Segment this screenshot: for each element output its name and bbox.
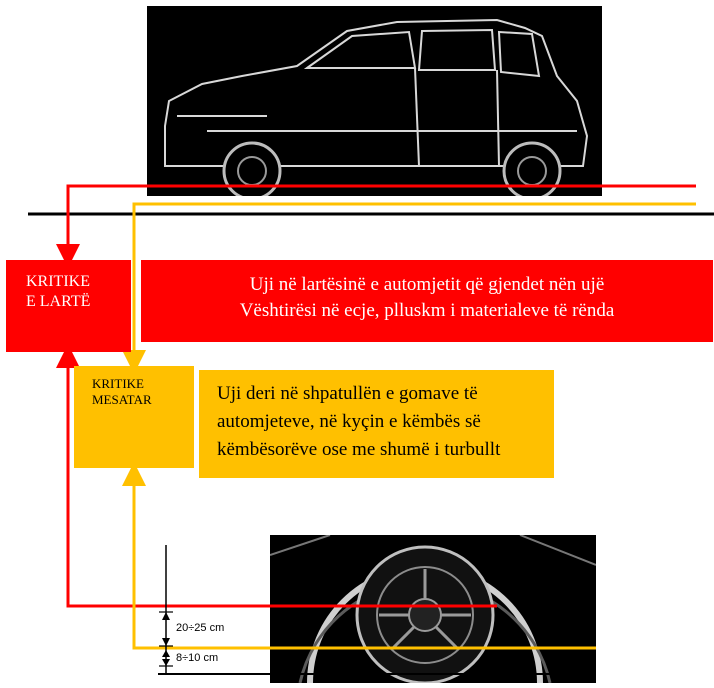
red-level-line (56, 184, 696, 268)
critical-medium-description: Uji deri në shpatullën e gomave të autom… (199, 370, 554, 478)
critical-medium-desc-line2: automjeteve, në kyçin e këmbës së (217, 411, 481, 432)
critical-medium-line2: MESATAR (92, 392, 152, 407)
critical-medium-box: KRITIKE MESATAR (74, 366, 194, 468)
measurement-lower: 8÷10 cm (176, 652, 219, 664)
yellow-level-line (122, 202, 696, 374)
critical-high-desc-line1: Uji në lartësinë e automjetit që gjendet… (249, 274, 605, 295)
critical-high-desc-line2: Vështirësi në ecje, plluskm i materialev… (239, 300, 615, 321)
critical-medium-line1: KRITIKE (92, 376, 144, 391)
critical-high-line1: KRITIKE (26, 273, 90, 290)
measurement-upper: 20÷25 cm (176, 622, 225, 634)
critical-high-description: Uji në lartësinë e automjetit që gjendet… (141, 260, 713, 342)
critical-medium-desc-line1: Uji deri në shpatullën e gomave të (217, 383, 478, 404)
critical-high-box: KRITIKE E LARTË (6, 260, 131, 352)
critical-high-line2: E LARTË (26, 293, 91, 310)
critical-medium-desc-line3: këmbësorëve ose me shumë i turbullt (217, 439, 501, 460)
red-level-line-bottom (56, 344, 497, 608)
yellow-level-line-bottom (122, 462, 596, 650)
